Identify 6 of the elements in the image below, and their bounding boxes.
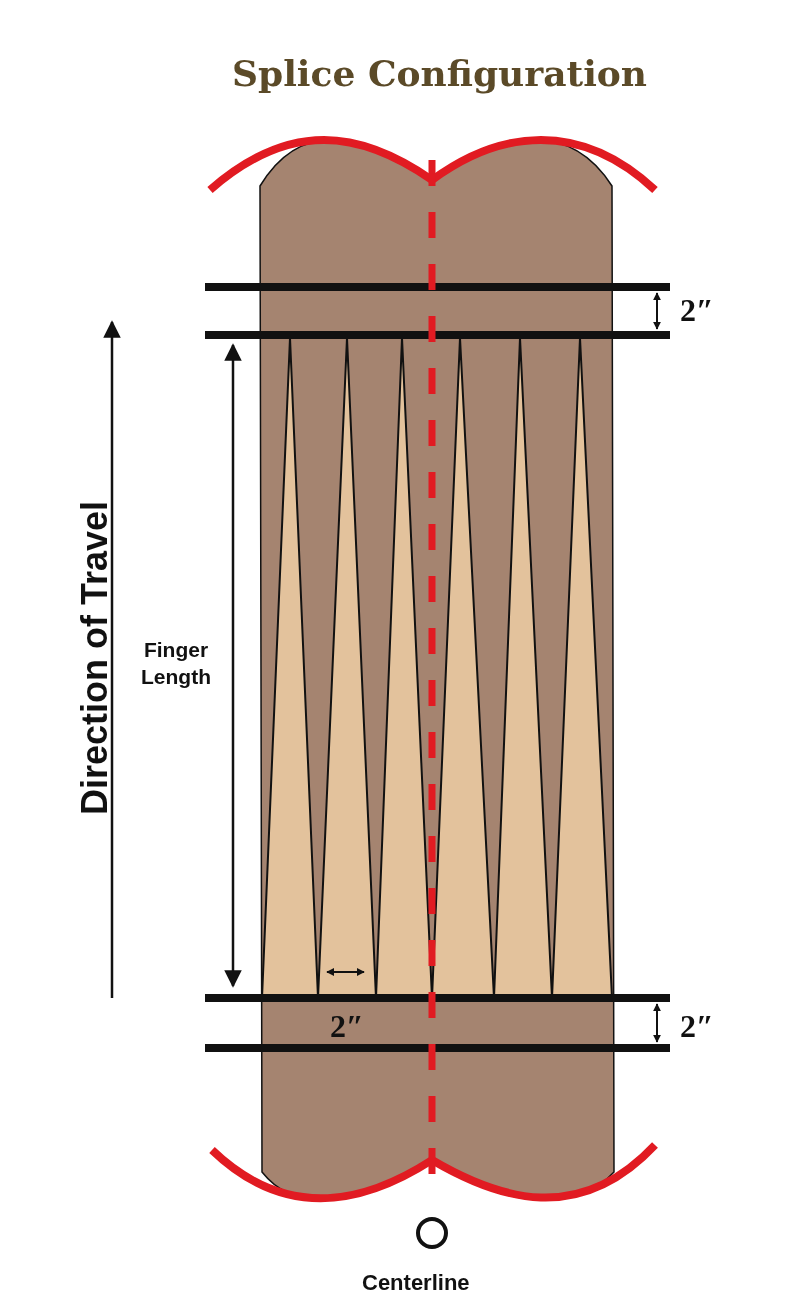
direction-label: Direction of Travel: [77, 499, 113, 818]
centerline-label: Centerline: [362, 1272, 470, 1294]
dimension-label: 2″: [680, 294, 714, 326]
dimension-label: Finger Length: [140, 637, 212, 691]
dimension-label: 2″: [330, 1010, 364, 1042]
dimension-label: 2″: [680, 1010, 714, 1042]
